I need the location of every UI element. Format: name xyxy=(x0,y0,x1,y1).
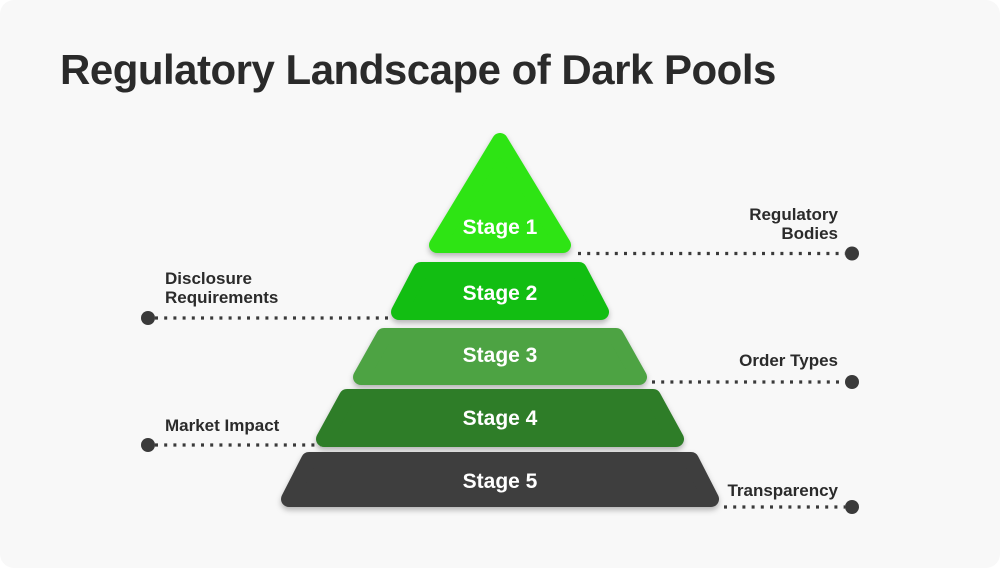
callout-transparency: Transparency xyxy=(727,481,838,500)
connector-dots xyxy=(141,246,859,514)
pyramid-stage-4-shape xyxy=(316,389,684,447)
connector-dot-regulatory-bodies xyxy=(845,246,859,261)
pyramid-stage-5-shape xyxy=(281,452,719,507)
pyramid-stage-1-label: Stage 1 xyxy=(462,216,538,239)
pyramid-stage-1-shape xyxy=(429,133,571,253)
connector-dot-disclosure-requirements xyxy=(141,311,155,325)
callout-order-types: Order Types xyxy=(739,351,838,370)
connector-dot-market-impact xyxy=(141,438,155,452)
pyramid-stage-4-label: Stage 4 xyxy=(462,407,538,430)
connector-dot-transparency xyxy=(845,500,859,514)
connector-dot-order-types xyxy=(845,375,859,389)
pyramid-stage-5-label: Stage 5 xyxy=(462,470,538,493)
pyramid-stage-3-shape xyxy=(353,328,647,385)
callout-regulatory-bodies: Regulatory Bodies xyxy=(749,205,838,243)
connector-lines xyxy=(155,251,845,509)
callout-disclosure-requirements: Disclosure Requirements xyxy=(165,269,279,307)
pyramid-stage-2-shape xyxy=(391,262,609,320)
callout-market-impact: Market Impact xyxy=(165,416,280,435)
pyramid-stage-2-label: Stage 2 xyxy=(462,282,538,305)
page-title: Regulatory Landscape of Dark Pools xyxy=(60,46,776,93)
pyramid-stage-3-label: Stage 3 xyxy=(462,344,538,367)
